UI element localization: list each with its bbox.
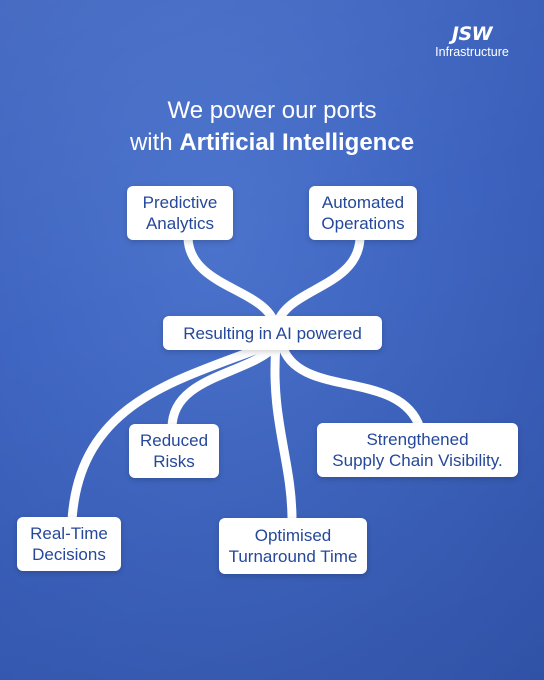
box-line: Analytics bbox=[145, 214, 214, 233]
brand-logo: JSW Infrastructure bbox=[430, 24, 514, 64]
connector-hub-to-optimised bbox=[270, 340, 297, 525]
box-line: Real-Time bbox=[30, 524, 108, 543]
connector-hub-to-strengthened bbox=[277, 340, 425, 433]
headline-line-2-emphasis: Artificial Intelligence bbox=[179, 129, 415, 156]
brand-name: Infrastructure bbox=[435, 45, 509, 59]
box-line: Risks bbox=[153, 452, 195, 471]
headline: We power our ports with Artificial Intel… bbox=[0, 95, 544, 159]
hub-label: Resulting in AI powered bbox=[183, 323, 362, 343]
box-line: Strengthened bbox=[366, 430, 469, 449]
headline-line-2-prefix: with bbox=[129, 129, 180, 156]
hub-box: Resulting in AI powered bbox=[163, 316, 382, 350]
box-line: Decisions bbox=[32, 545, 106, 564]
headline-line-2: with Artificial Intelligence bbox=[0, 127, 544, 159]
box-line: Predictive bbox=[142, 193, 218, 212]
connector-hub-to-realtime bbox=[67, 340, 273, 525]
box-line: Turnaround Time bbox=[228, 547, 358, 566]
box-line: Reduced bbox=[139, 431, 209, 450]
box-line: Operations bbox=[321, 214, 405, 233]
headline-line-1: We power our ports bbox=[167, 97, 377, 124]
connector-hub-to-reduced bbox=[167, 340, 281, 433]
box-line: Supply Chain Visibility. bbox=[332, 451, 503, 470]
box-line: Automated bbox=[321, 193, 405, 212]
brand-mark: JSW bbox=[451, 23, 493, 45]
box-line: Optimised bbox=[254, 526, 332, 545]
